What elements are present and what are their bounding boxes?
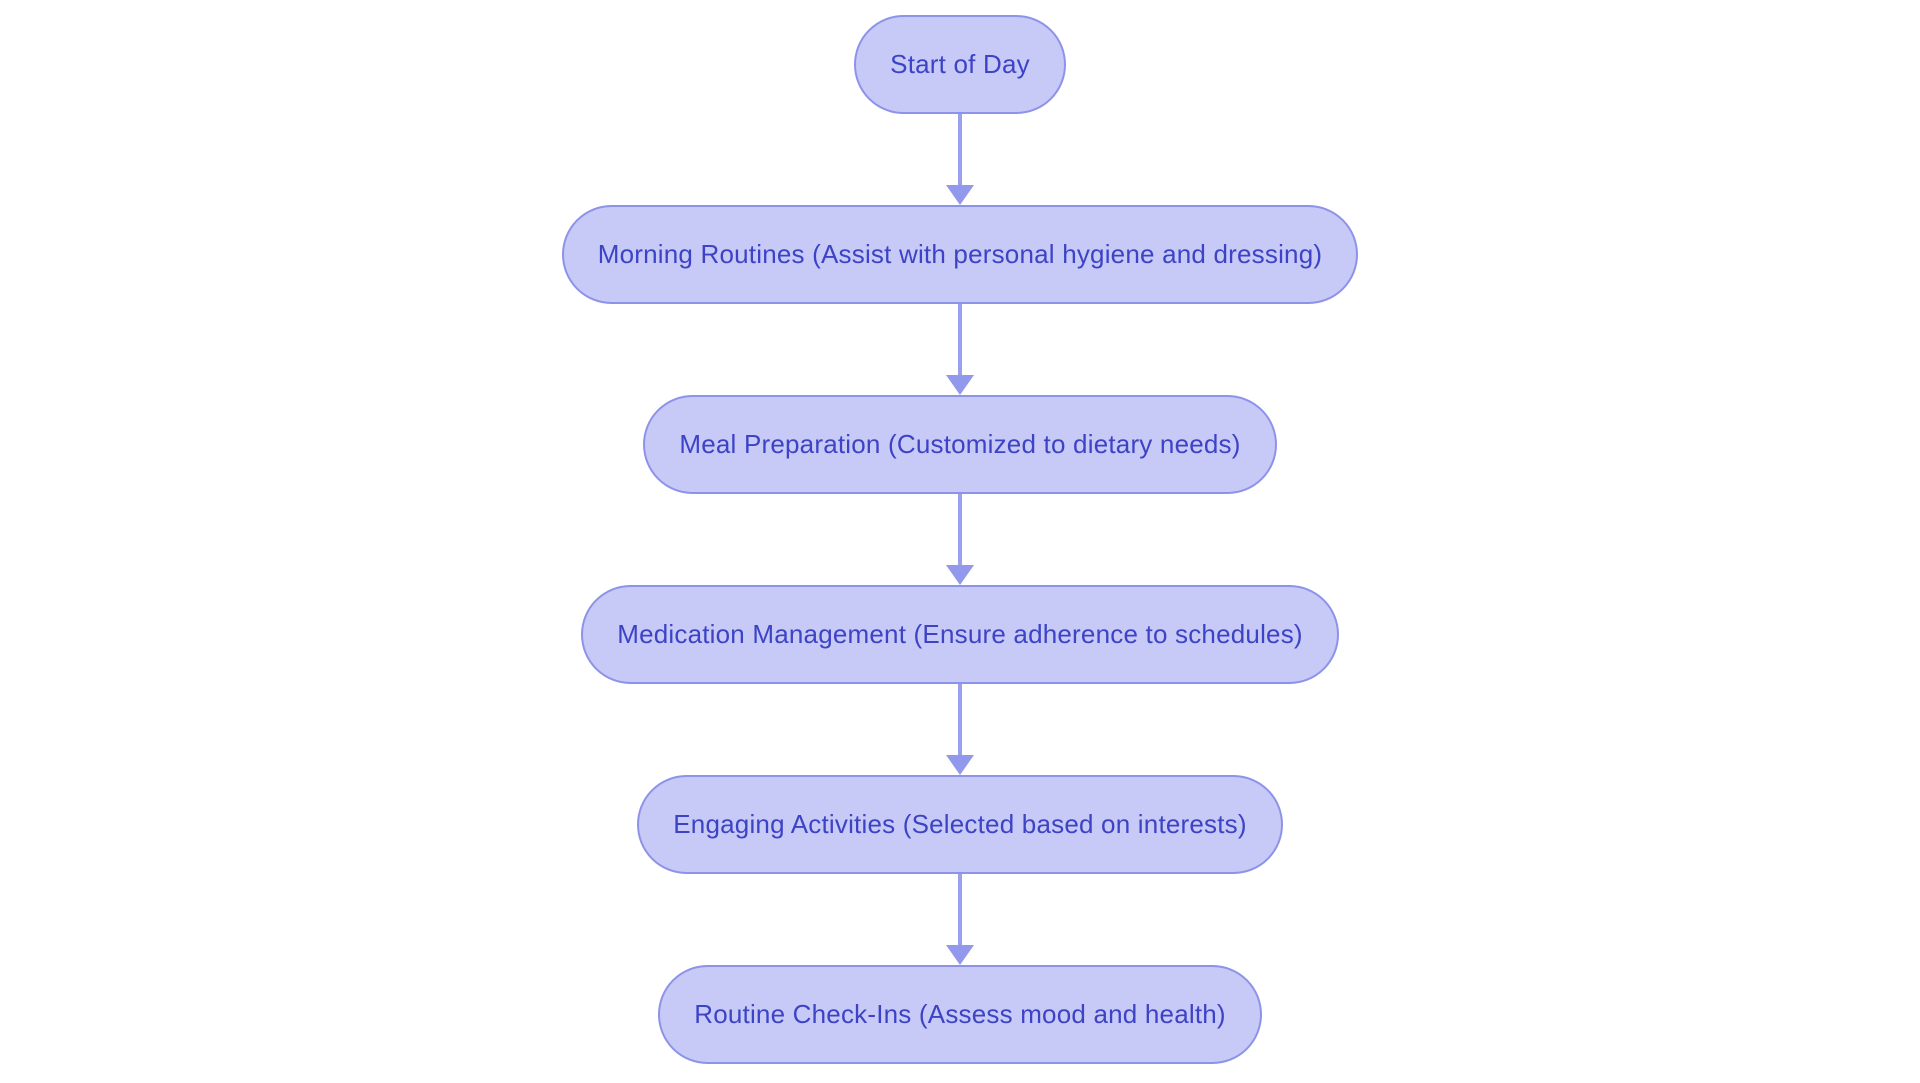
flow-node-row: Morning Routines (Assist with personal h… <box>0 205 1920 304</box>
arrow-line <box>958 684 962 755</box>
arrow-line <box>958 114 962 185</box>
flow-node-label: Start of Day <box>890 49 1030 79</box>
flow-node-row: Engaging Activities (Selected based on i… <box>0 775 1920 874</box>
flow-node-label: Engaging Activities (Selected based on i… <box>673 809 1247 839</box>
flow-node-label: Meal Preparation (Customized to dietary … <box>679 429 1241 459</box>
flow-node-label: Routine Check-Ins (Assess mood and healt… <box>694 999 1226 1029</box>
flow-node-meal-preparation: Meal Preparation (Customized to dietary … <box>643 395 1277 494</box>
arrow-head-icon <box>946 375 974 395</box>
flow-node-row: Meal Preparation (Customized to dietary … <box>0 395 1920 494</box>
flow-node-routine-check-ins: Routine Check-Ins (Assess mood and healt… <box>658 965 1262 1064</box>
arrow-head-icon <box>946 185 974 205</box>
flow-arrow-down-icon <box>946 114 974 205</box>
flow-node-medication-management: Medication Management (Ensure adherence … <box>581 585 1339 684</box>
flow-arrow-down-icon <box>946 684 974 775</box>
arrow-line <box>958 874 962 945</box>
flow-node-row: Medication Management (Ensure adherence … <box>0 585 1920 684</box>
flow-node-row: Start of Day <box>0 15 1920 114</box>
flow-node-engaging-activities: Engaging Activities (Selected based on i… <box>637 775 1283 874</box>
flow-node-label: Medication Management (Ensure adherence … <box>617 619 1303 649</box>
flow-arrow-down-icon <box>946 494 974 585</box>
flow-node-label: Morning Routines (Assist with personal h… <box>597 239 1323 269</box>
flow-node-morning-routines: Morning Routines (Assist with personal h… <box>561 205 1359 304</box>
arrow-head-icon <box>946 945 974 965</box>
arrow-line <box>958 494 962 565</box>
flow-node-start-of-day: Start of Day <box>854 15 1066 114</box>
arrow-head-icon <box>946 565 974 585</box>
arrow-line <box>958 304 962 375</box>
flow-arrow-down-icon <box>946 874 974 965</box>
flow-node-row: Routine Check-Ins (Assess mood and healt… <box>0 965 1920 1064</box>
flow-arrow-down-icon <box>946 304 974 395</box>
arrow-head-icon <box>946 755 974 775</box>
